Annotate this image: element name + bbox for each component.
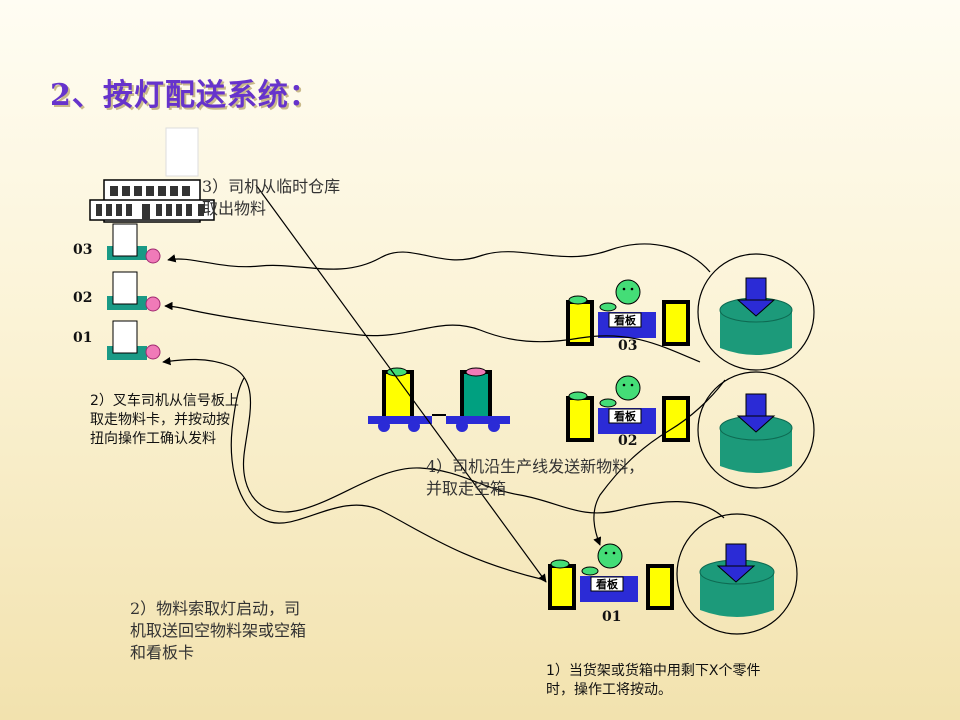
step2a-label: 2）叉车司机从信号板上取走物料卡，并按动按扭向操作工确认发料 — [90, 393, 239, 447]
slot-number: 01 — [73, 330, 93, 346]
forklift-train-icon — [368, 367, 510, 432]
page-title: 2、按灯配送系统： — [50, 78, 320, 113]
parts-container-01 — [676, 513, 798, 635]
down-arrow-icon — [736, 393, 776, 433]
parts-container-02 — [697, 371, 815, 489]
workstation-02 — [566, 375, 690, 442]
kanban-card-03: 看板 — [608, 312, 642, 328]
kanban-label: 看板 — [596, 577, 619, 591]
kanban-label: 看板 — [614, 313, 637, 327]
step2b-label: 2）物料索取灯启动，司机取送回空物料架或空箱和看板卡 — [130, 599, 307, 662]
station-number: 01 — [602, 609, 622, 625]
signal-slot-01[interactable] — [107, 320, 161, 360]
down-arrow-icon — [716, 543, 756, 583]
step3-label: 3）司机从临时仓库取出物料 — [202, 177, 341, 218]
smiley-face-icon — [615, 279, 641, 305]
kanban-card-02: 看板 — [608, 408, 642, 424]
down-arrow-icon — [736, 277, 776, 317]
step4-label: 4）司机沿生产线发送新物料，并取走空箱 — [426, 457, 645, 498]
warehouse-icon — [89, 127, 215, 223]
smiley-face-icon — [615, 375, 641, 401]
step1-label: 1）当货架或货箱中用剩下X个零件时，操作工将按动。 — [546, 663, 761, 698]
slot-number: 03 — [73, 242, 93, 258]
flow-arrows — [162, 184, 726, 583]
workstation-01 — [548, 543, 674, 610]
kanban-label: 看板 — [614, 409, 637, 423]
parts-container-03 — [697, 253, 815, 371]
slot-number: 02 — [73, 290, 93, 306]
station-number: 02 — [618, 433, 638, 449]
smiley-face-icon — [597, 543, 623, 569]
station-number: 03 — [618, 338, 638, 354]
signal-slot-02[interactable] — [107, 271, 161, 312]
signal-board — [107, 223, 161, 360]
signal-slot-03[interactable] — [107, 223, 161, 264]
kanban-card-01: 看板 — [590, 576, 624, 592]
workstation-03 — [566, 279, 690, 346]
